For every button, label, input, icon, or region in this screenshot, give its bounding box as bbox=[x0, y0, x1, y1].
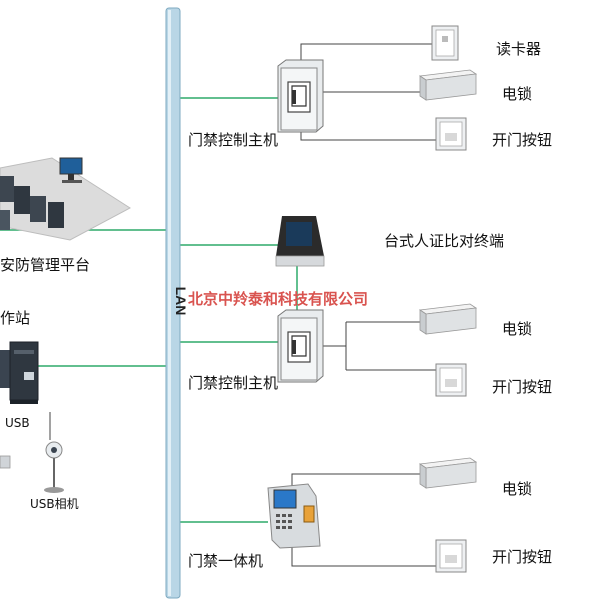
platform-label: 安防管理平台 bbox=[0, 256, 90, 274]
electric-lock-icon bbox=[418, 69, 478, 101]
usb-camera-label: USB相机 bbox=[30, 497, 79, 511]
lock-1-label: 电锁 bbox=[502, 85, 532, 103]
access-all-in-one-icon bbox=[267, 483, 321, 549]
usb-device-partial-icon bbox=[0, 455, 11, 469]
workstation-icon bbox=[0, 341, 39, 404]
lock-2-label: 电锁 bbox=[502, 320, 532, 338]
usb-label: USB bbox=[5, 416, 30, 430]
server-cluster-icon bbox=[0, 157, 131, 241]
electric-lock-icon bbox=[418, 303, 478, 335]
usb-camera-icon bbox=[44, 441, 64, 493]
lock-3-label: 电锁 bbox=[502, 480, 532, 498]
all-in-one-label: 门禁一体机 bbox=[188, 552, 263, 570]
exit-button-icon bbox=[435, 363, 467, 397]
workstation-label: 作站 bbox=[0, 309, 30, 327]
exit-button-icon bbox=[435, 117, 467, 151]
wire-button-3 bbox=[291, 546, 436, 567]
exit-button-icon bbox=[435, 539, 467, 573]
controller-icon bbox=[277, 309, 324, 383]
wire-button-1 bbox=[300, 128, 436, 141]
card-reader-label: 读卡器 bbox=[496, 40, 541, 58]
wire-card-reader bbox=[300, 43, 432, 62]
button-1-label: 开门按钮 bbox=[492, 131, 552, 149]
terminal-icon bbox=[275, 216, 325, 267]
wire-lock-3 bbox=[291, 473, 420, 486]
device-wiring bbox=[49, 43, 436, 567]
lan-label: LAN bbox=[173, 287, 189, 316]
card-reader-icon bbox=[431, 25, 459, 61]
button-3-label: 开门按钮 bbox=[492, 548, 552, 566]
watermark: 北京中羚泰和科技有限公司 bbox=[188, 290, 368, 308]
button-2-label: 开门按钮 bbox=[492, 378, 552, 396]
controller-icon bbox=[277, 59, 324, 133]
controller-2-label: 门禁控制主机 bbox=[188, 374, 278, 392]
electric-lock-icon bbox=[418, 457, 478, 489]
terminal-label: 台式人证比对终端 bbox=[384, 232, 504, 250]
lan-bus bbox=[165, 7, 181, 599]
controller-1-label: 门禁控制主机 bbox=[188, 131, 278, 149]
